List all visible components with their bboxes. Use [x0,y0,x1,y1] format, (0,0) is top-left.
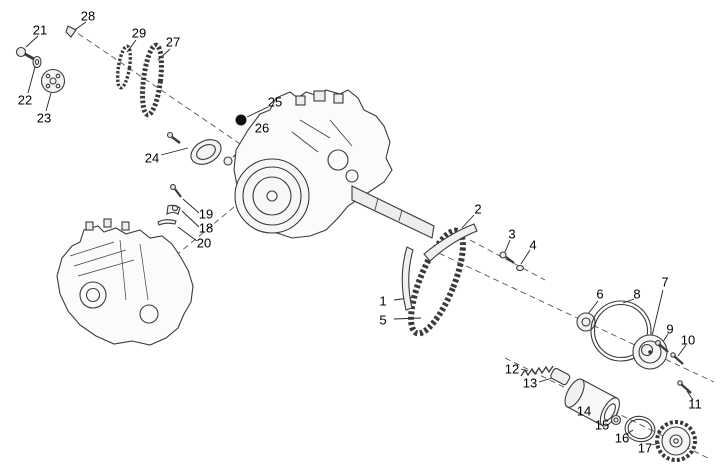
callout-15: 15 [594,417,610,433]
pin-part [223,156,233,166]
callout-11: 11 [688,396,702,412]
oil-pump-assembly [576,300,692,394]
chain-guide [401,246,414,311]
plunger-part [550,367,571,386]
cylinder-face [234,158,310,234]
crankshaft-stub [351,185,435,239]
callout-24: 24 [144,150,160,166]
callout-4: 4 [529,237,537,253]
callout-5: 5 [379,312,387,328]
bolt-head [15,46,27,58]
callout-25: 25 [267,94,283,110]
callout-21: 21 [32,22,48,38]
oil-jet-parts [157,184,182,226]
bucket-tappet [190,139,222,165]
clip-part [65,25,77,38]
gearbox-assembly [56,218,194,346]
gasket-part [157,219,177,226]
timing-chain [140,42,164,118]
oil-filter [564,378,620,427]
callout-27: 27 [165,34,181,50]
callout-22: 22 [17,92,33,108]
drive-gear [655,420,697,462]
guide-bolt [499,251,507,259]
cam-chain [408,227,466,337]
callout-10: 10 [680,332,696,348]
o-ring [624,415,656,443]
callout-8: 8 [633,286,641,302]
callout-20: 20 [196,235,212,251]
callout-2: 2 [474,201,482,217]
callout-3: 3 [508,226,516,242]
pump-roller [576,312,596,332]
callout-18: 18 [198,220,214,236]
small-chain [115,44,133,90]
guide-washer [516,264,524,272]
callout-13: 13 [522,375,538,391]
engine-block [233,89,435,239]
oil-filter-assembly [520,365,697,462]
pump-gasket-ring [590,300,652,362]
callout-28: 28 [80,8,96,24]
callout-17: 17 [637,440,653,456]
callout-23: 23 [36,110,52,126]
callout-29: 29 [131,25,147,41]
callout-26: 26 [254,120,270,136]
tensioner-blade [423,223,478,262]
callout-12: 12 [504,361,520,377]
callout-14: 14 [576,403,592,419]
callout-7: 7 [661,274,669,290]
callout-1: 1 [379,293,387,309]
callout-9: 9 [666,321,674,337]
callout-16: 16 [614,430,630,446]
cam-chain-and-guides [401,223,524,337]
spring-part [520,365,554,377]
washer-part [32,55,42,69]
filter-washer [610,414,622,426]
sprocket-part [40,68,66,94]
callout-6: 6 [596,286,604,302]
rubber-plug [235,114,247,126]
cam-drive-parts [15,25,164,118]
tappet-assembly [166,114,247,166]
callout-19: 19 [198,206,214,222]
